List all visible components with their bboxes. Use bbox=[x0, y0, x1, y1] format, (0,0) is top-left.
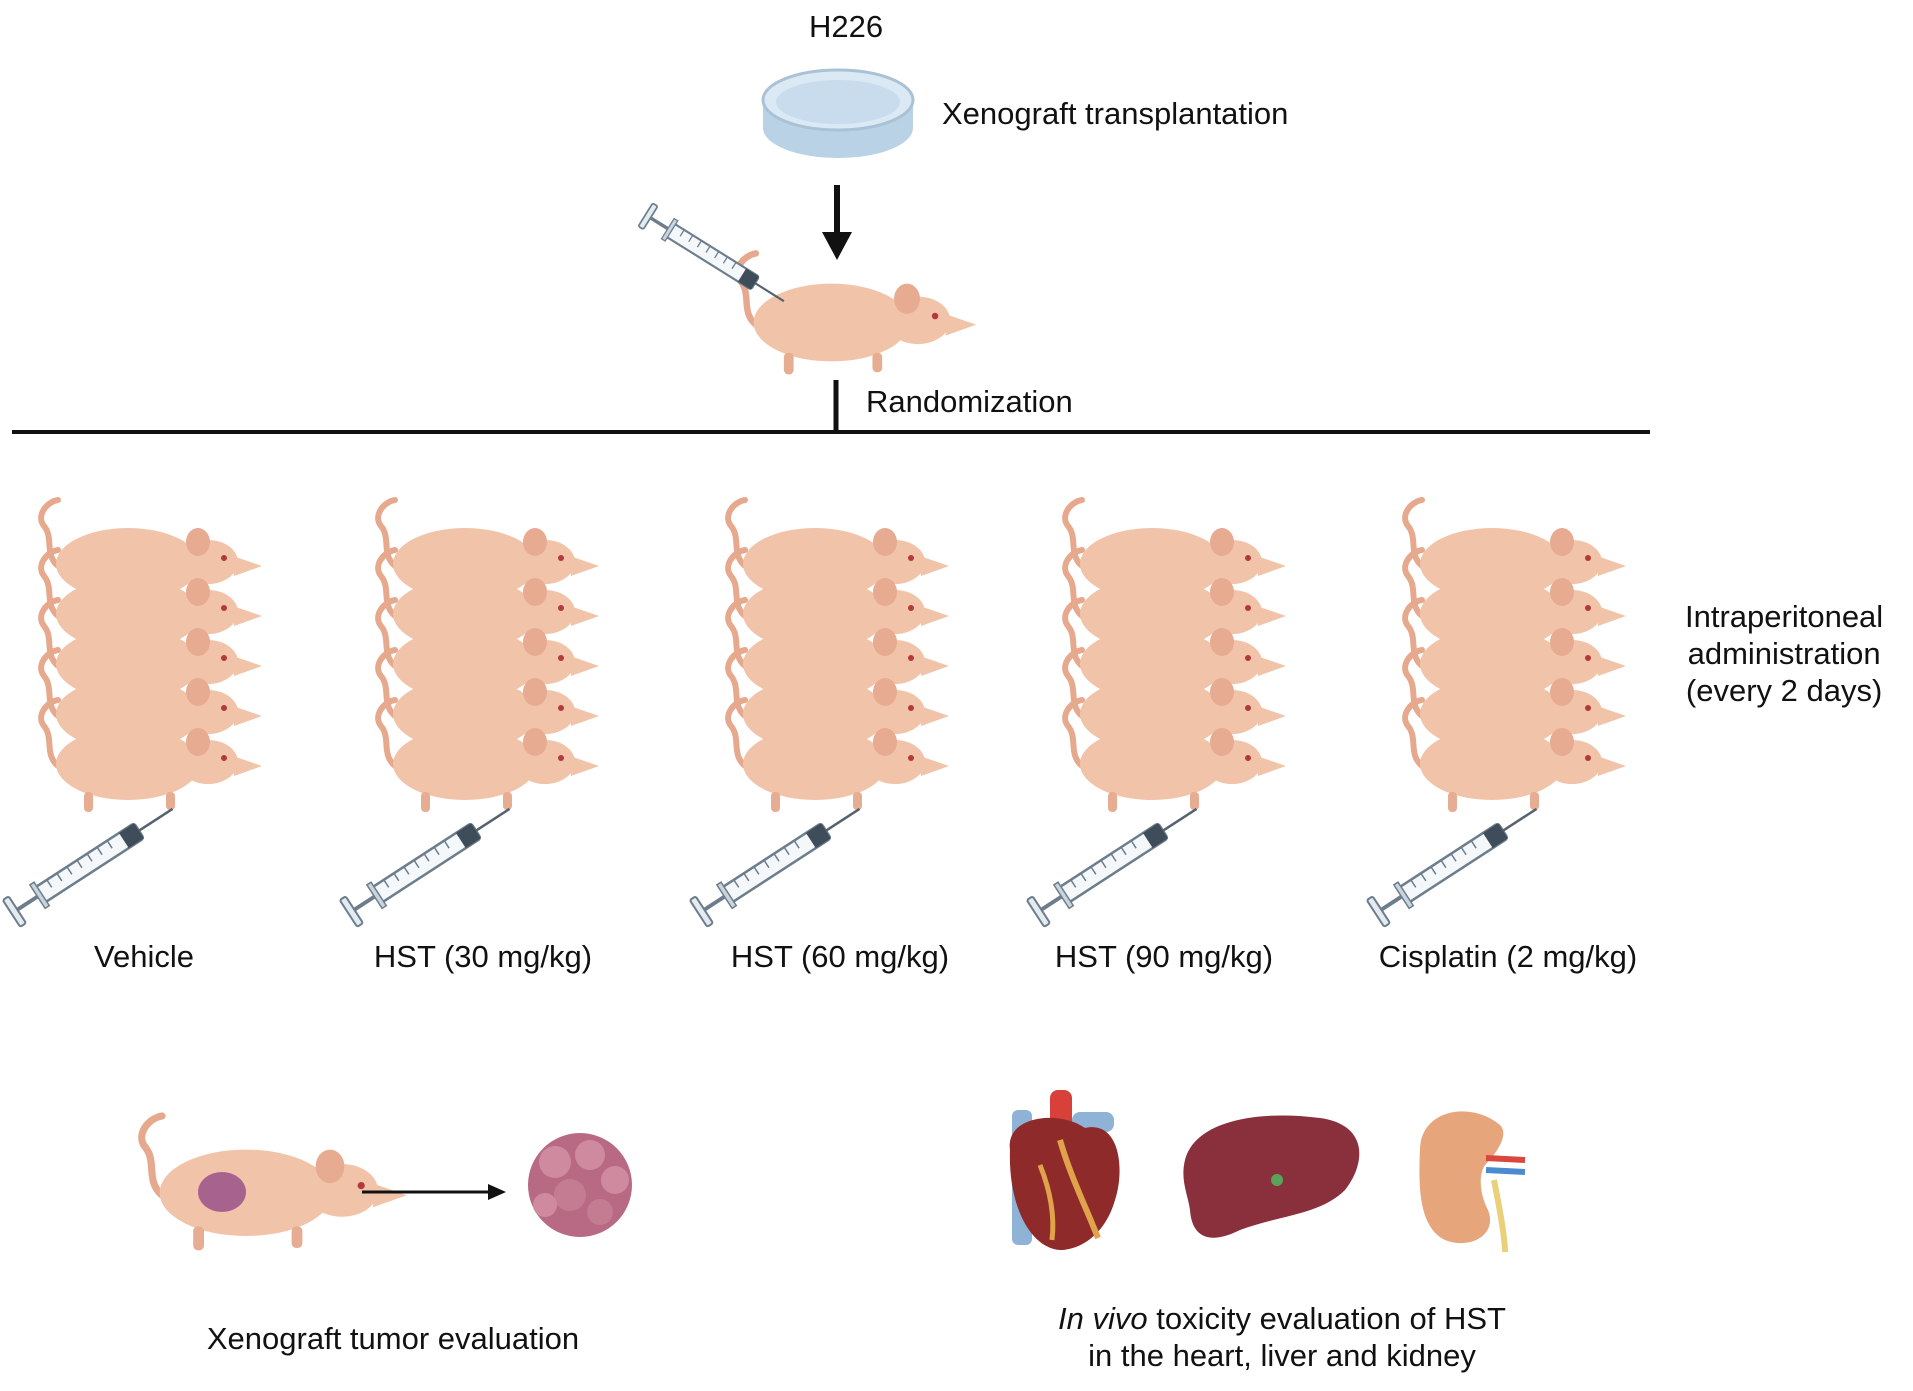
syringe-icon bbox=[0, 793, 184, 929]
culture-dish-icon bbox=[761, 68, 915, 158]
randomization-label: Randomization bbox=[866, 384, 1073, 419]
right-arrow-icon bbox=[362, 1184, 506, 1200]
cell-line-label: H226 bbox=[808, 9, 884, 44]
group-label-cisplatin: Cisplatin (2 mg/kg) bbox=[1378, 939, 1638, 974]
kidney-icon bbox=[1419, 1111, 1526, 1253]
randomization-line bbox=[12, 380, 1650, 434]
group-label-hst-60: HST (60 mg/kg) bbox=[730, 939, 950, 974]
tumor-evaluation-label: Xenograft tumor evaluation bbox=[206, 1321, 580, 1356]
tumor-mouse-icon bbox=[142, 1116, 407, 1250]
heart-icon bbox=[1009, 1090, 1120, 1250]
mouse-group-hst-90 bbox=[1065, 500, 1286, 812]
group-label-vehicle: Vehicle bbox=[94, 939, 194, 974]
mouse-group-hst-60 bbox=[728, 500, 949, 812]
injected-mouse-icon bbox=[636, 201, 976, 374]
syringe-icon bbox=[337, 793, 521, 929]
mouse-group-cisplatin bbox=[1405, 500, 1626, 812]
mouse-group-vehicle bbox=[41, 500, 262, 812]
syringe-icon bbox=[1364, 793, 1548, 929]
group-label-hst-30: HST (30 mg/kg) bbox=[373, 939, 593, 974]
administration-label: Intraperitoneal administration (every 2 … bbox=[1685, 599, 1884, 709]
tumor-icon bbox=[528, 1133, 632, 1237]
syringe-icon bbox=[1024, 793, 1208, 929]
toxicity-evaluation-label: In vivo toxicity evaluation of HST in th… bbox=[1058, 1301, 1506, 1374]
down-arrow-icon bbox=[822, 185, 852, 260]
syringe-icon bbox=[687, 793, 871, 929]
group-label-hst-90: HST (90 mg/kg) bbox=[1054, 939, 1274, 974]
liver-icon bbox=[1183, 1115, 1360, 1238]
xenograft-transplantation-label: Xenograft transplantation bbox=[942, 96, 1289, 131]
mouse-group-hst-30 bbox=[378, 500, 599, 812]
